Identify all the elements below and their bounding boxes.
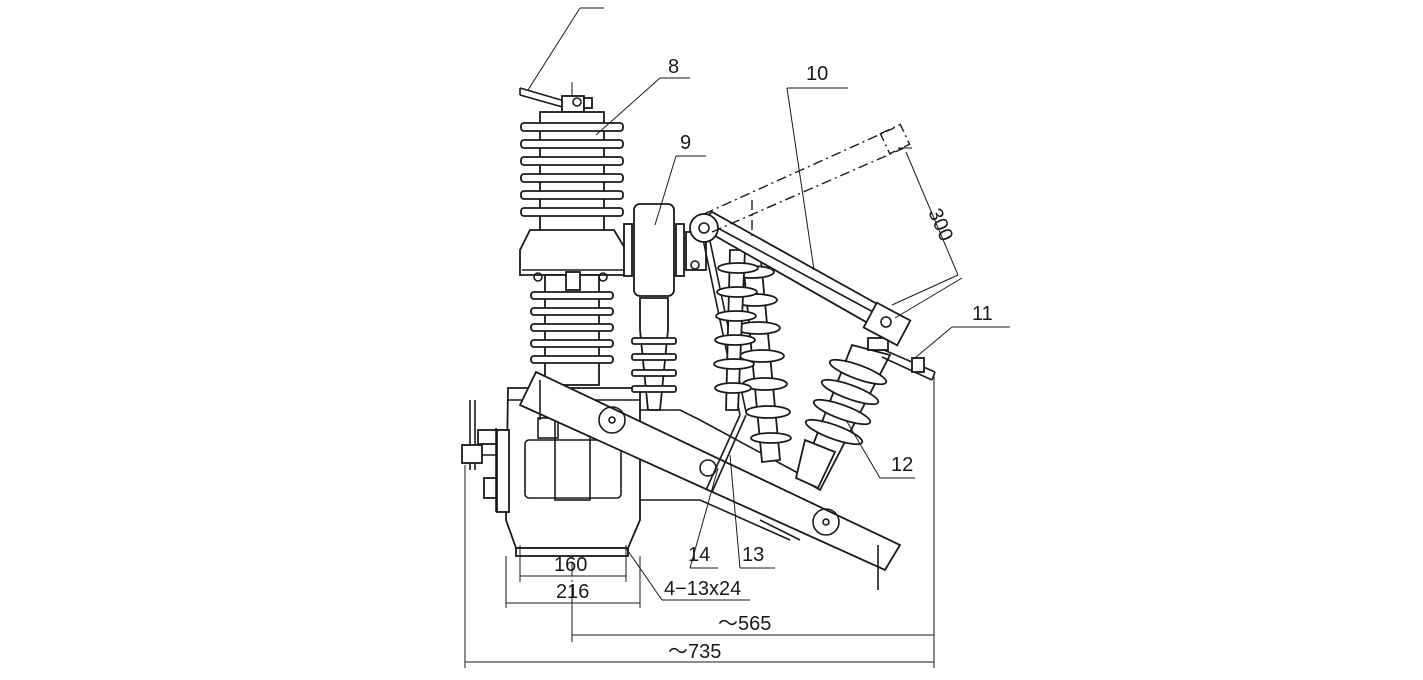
dimension-216: 216 [556,581,589,603]
callout-13: 13 [742,544,764,566]
callout-11: 11 [972,303,993,325]
callout-10: 10 [806,63,828,85]
switch-blade-10 [689,210,912,347]
callout-12: 12 [891,454,913,476]
inclined-insulator-12 [794,337,892,492]
inclined-beam [518,370,902,590]
post-insulator-inner [729,249,792,463]
dimension-735: ～735 [668,641,721,663]
stroke-dimension-label: 300 [923,205,957,244]
dimension-565: ～565 [718,613,771,635]
top-handle [519,87,593,113]
frame-plate [640,409,821,541]
callout-9: 9 [680,132,691,154]
contact-arm-11 [881,349,936,381]
dimension-160: 160 [554,554,587,576]
left-mechanism [461,400,510,513]
callout-14: 14 [688,544,710,566]
dimension-lines [464,376,935,668]
lower-insulator [530,271,614,386]
upper-insulator [519,111,627,276]
stroke-dimension [891,147,963,319]
post-insulator-outer [713,249,759,411]
right-insulator-9 [623,203,707,411]
dimension-mount-holes: 4−13x24 [664,578,741,600]
callout-8: 8 [668,56,679,78]
callout-leaders [527,7,1010,569]
